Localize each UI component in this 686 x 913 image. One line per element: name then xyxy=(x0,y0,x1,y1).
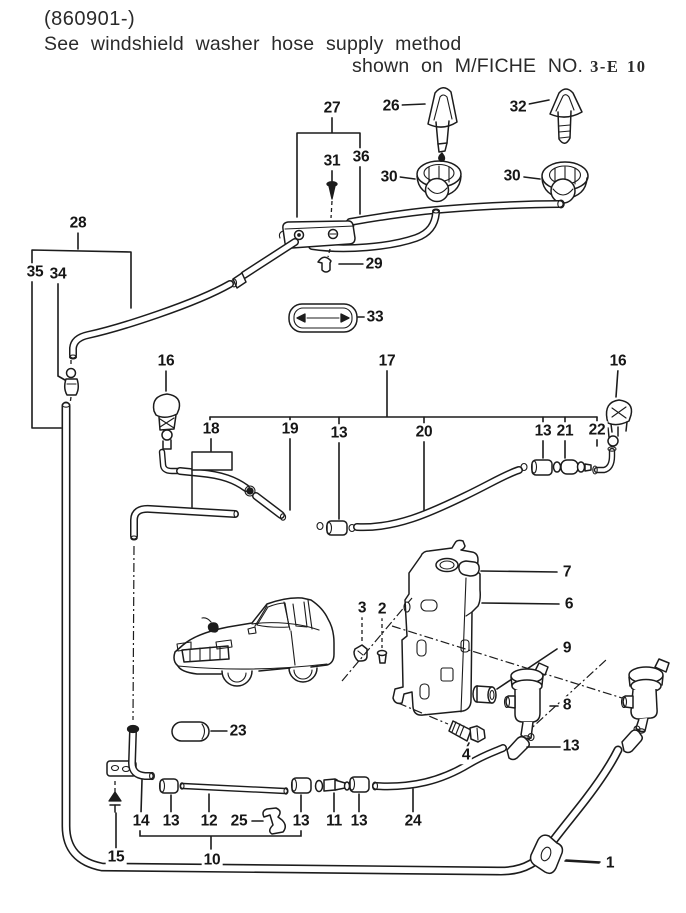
callout-13-b: 13 xyxy=(290,812,312,830)
washer-pump-8 xyxy=(503,662,559,741)
rear-hose-upper xyxy=(68,238,299,367)
hose-to-right-valve xyxy=(346,199,565,226)
fitting-13-a xyxy=(158,778,179,794)
callout-28: 28 xyxy=(67,214,89,232)
note-line-2: shown on M/FICHE NO. 3-E 10 xyxy=(352,55,647,78)
callout-35: 35 xyxy=(24,263,46,281)
callout-29: 29 xyxy=(363,255,385,273)
fitting-13-c xyxy=(348,776,370,793)
callout-34: 34 xyxy=(47,265,69,283)
bracket-lines-17 xyxy=(209,368,598,520)
callout-2: 2 xyxy=(375,600,389,618)
hose-36 xyxy=(308,208,441,253)
callout-21: 21 xyxy=(554,422,576,440)
callout-13-a: 13 xyxy=(160,812,182,830)
washer-tank-6 xyxy=(392,539,560,716)
check-valve-30-left xyxy=(399,160,462,203)
mid-left-tube xyxy=(130,504,239,721)
callout-8: 8 xyxy=(560,696,574,714)
elbow-22 xyxy=(592,446,617,475)
callout-30-left: 30 xyxy=(378,168,400,186)
grommet-9 xyxy=(472,648,558,704)
check-valve-30-right xyxy=(523,161,589,204)
callout-33: 33 xyxy=(364,308,386,326)
callout-12: 12 xyxy=(198,812,220,830)
connector-13-mid xyxy=(316,520,356,536)
joint-13-rear xyxy=(621,725,644,754)
hose-20 xyxy=(353,466,523,532)
nozzle-bracket-27 xyxy=(278,220,356,249)
callout-14: 14 xyxy=(130,812,152,830)
callout-24: 24 xyxy=(402,812,424,830)
callout-17: 17 xyxy=(376,352,398,370)
check-valve-34 xyxy=(63,367,80,405)
callout-32: 32 xyxy=(507,98,529,116)
screw-15 xyxy=(108,781,122,849)
rear-nozzle-16-right xyxy=(605,368,633,447)
callout-13-pump: 13 xyxy=(560,737,582,755)
joint-21 xyxy=(552,459,592,475)
callout-13-mid: 13 xyxy=(328,424,350,442)
tank-18 xyxy=(191,436,233,508)
screw-31 xyxy=(326,168,338,219)
joint-13-on-hose-24 xyxy=(506,732,562,761)
note-line-2-text: shown on M/FICHE NO. xyxy=(352,55,584,77)
grommet-29 xyxy=(317,248,364,273)
callout-11: 11 xyxy=(324,812,344,830)
clip-25 xyxy=(251,807,286,835)
washer-nozzle-26 xyxy=(401,87,458,164)
car-illustration xyxy=(173,597,335,687)
fiche-number: 3-E 10 xyxy=(590,57,647,76)
note-line-1: See windshield washer hose supply method xyxy=(44,33,462,55)
tube-19 xyxy=(244,485,287,521)
clip-1 xyxy=(529,834,601,875)
bottom-leader-lines xyxy=(139,779,600,864)
callout-16-right: 16 xyxy=(607,352,629,370)
callout-30-right: 30 xyxy=(501,167,523,185)
callout-3: 3 xyxy=(355,599,369,617)
screws-3-2 xyxy=(341,597,413,682)
grommet-23 xyxy=(171,721,228,742)
callout-23: 23 xyxy=(227,722,249,740)
callout-19: 19 xyxy=(279,420,301,438)
callout-27: 27 xyxy=(321,99,343,117)
fitting-13-b xyxy=(290,777,312,794)
callout-36: 36 xyxy=(350,148,372,166)
bolt-4 xyxy=(448,720,486,748)
hose-24 xyxy=(371,744,507,791)
washer-nozzle-32 xyxy=(528,88,583,144)
rear-nozzle-16-left xyxy=(152,370,181,450)
callout-20: 20 xyxy=(413,423,435,441)
callout-13-c: 13 xyxy=(348,812,370,830)
callout-25: 25 xyxy=(228,812,250,830)
callout-1: 1 xyxy=(603,854,617,872)
tube-12 xyxy=(179,782,289,795)
joint-11 xyxy=(314,778,351,793)
callout-22: 22 xyxy=(586,421,608,439)
callout-26: 26 xyxy=(380,97,402,115)
callout-4: 4 xyxy=(459,746,473,764)
pad-33 xyxy=(288,303,367,333)
callout-9: 9 xyxy=(560,639,574,657)
bracket-lines-28 xyxy=(31,232,132,429)
callout-31: 31 xyxy=(321,152,343,170)
fitting-13-right xyxy=(520,459,553,476)
production-date-code: (860901-) xyxy=(44,8,136,30)
tank-cap-7 xyxy=(458,560,480,577)
callout-7: 7 xyxy=(560,563,574,581)
callout-10: 10 xyxy=(201,851,223,869)
bracket-lines-27 xyxy=(296,115,361,218)
callout-16-left: 16 xyxy=(155,352,177,370)
callout-13-right: 13 xyxy=(532,422,554,440)
hose-into-tank-18 xyxy=(158,448,250,492)
rear-washer-pump xyxy=(620,658,670,734)
elbow-tube-14 xyxy=(106,724,155,781)
callout-15: 15 xyxy=(105,848,127,866)
callout-18: 18 xyxy=(200,420,222,438)
callout-6: 6 xyxy=(562,595,576,613)
